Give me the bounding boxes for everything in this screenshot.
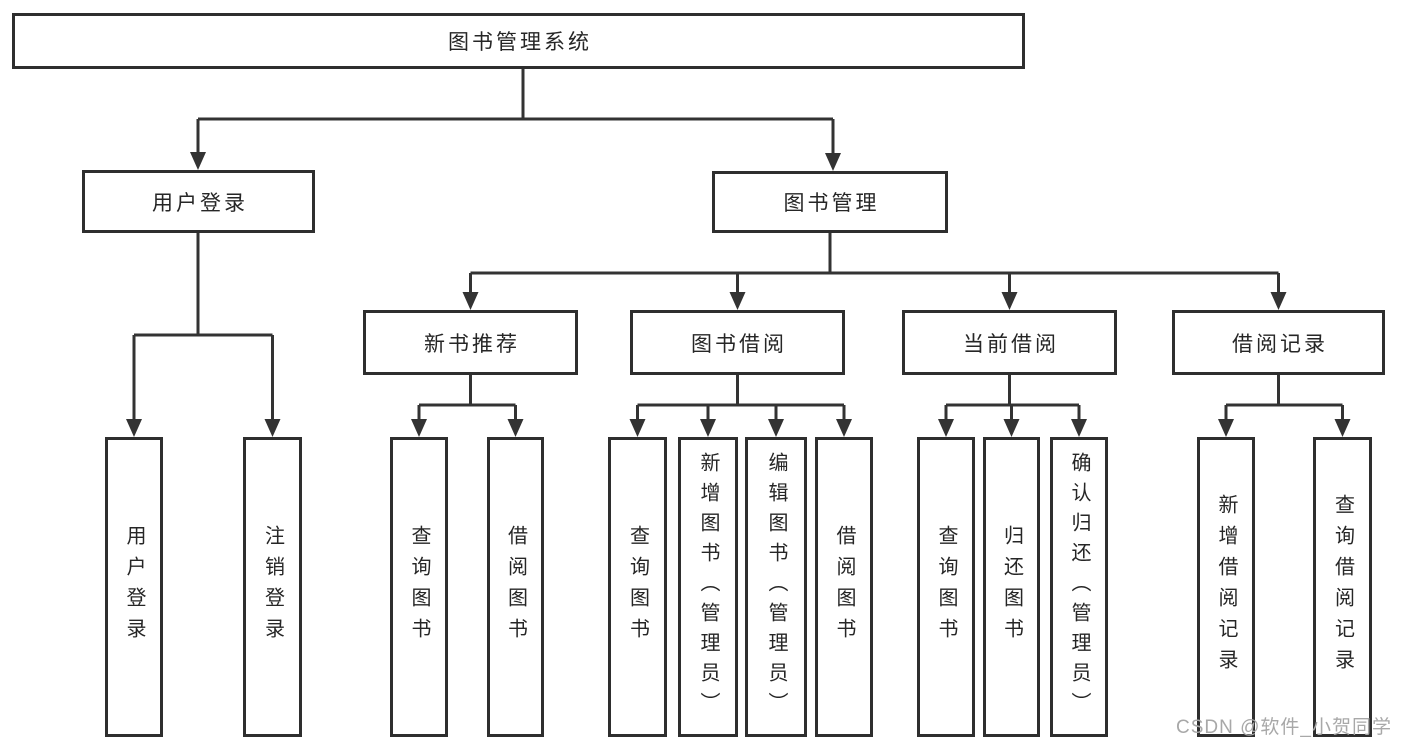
node-borrowing-records: 借阅记录 [1172,310,1385,375]
leaf-user-login: 用户登录 [105,437,163,737]
leaf-recommend-borrow-books: 借阅图书 [487,437,544,737]
node-label: 归还图书 [1000,525,1023,649]
node-label: 图书管理系统 [448,31,592,54]
leaf-recommend-query-books: 查询图书 [390,437,448,737]
leaf-borrowing-edit-books-admin: 编辑图书（管理员） [745,437,807,737]
node-label: 用户登录 [152,191,248,215]
leaf-logout: 注销登录 [243,437,302,737]
node-label: 借阅图书 [833,525,855,649]
node-label: 确认归还（管理员） [1068,452,1090,722]
node-book-management: 图书管理 [712,171,948,233]
watermark: CSDN @软件_小贺同学 [1176,717,1392,738]
node-label: 编辑图书（管理员） [765,452,787,722]
node-current-borrowing: 当前借阅 [902,310,1117,375]
leaf-records-query-borrow-record: 查询借阅记录 [1313,437,1372,737]
node-label: 查询借阅记录 [1331,494,1354,680]
node-label: 注销登录 [261,525,284,649]
node-label: 查询图书 [935,525,957,649]
node-label: 图书管理 [783,192,880,215]
node-user-login: 用户登录 [82,170,315,233]
node-library-management-system: 图书管理系统 [12,13,1025,69]
node-label: 新书推荐 [424,332,520,356]
node-new-book-recommend: 新书推荐 [363,310,578,375]
node-label: 用户登录 [123,525,145,649]
node-label: 借阅图书 [504,525,527,649]
leaf-current-query-books: 查询图书 [917,437,975,737]
leaf-borrowing-borrow-books: 借阅图书 [815,437,873,737]
leaf-current-return-books: 归还图书 [983,437,1040,737]
leaf-borrowing-query-books: 查询图书 [608,437,667,737]
node-label: 查询图书 [408,525,430,649]
node-label: 借阅记录 [1232,332,1328,356]
node-label: 新增借阅记录 [1215,494,1237,680]
leaf-borrowing-add-books-admin: 新增图书（管理员） [678,437,738,737]
node-label: 新增图书（管理员） [697,452,719,722]
node-label: 图书借阅 [691,332,787,356]
node-label: 当前借阅 [963,332,1059,356]
node-book-borrowing: 图书借阅 [630,310,845,375]
node-label: 查询图书 [626,525,649,649]
leaf-records-add-borrow-record: 新增借阅记录 [1197,437,1255,737]
leaf-current-confirm-return-admin: 确认归还（管理员） [1050,437,1108,737]
